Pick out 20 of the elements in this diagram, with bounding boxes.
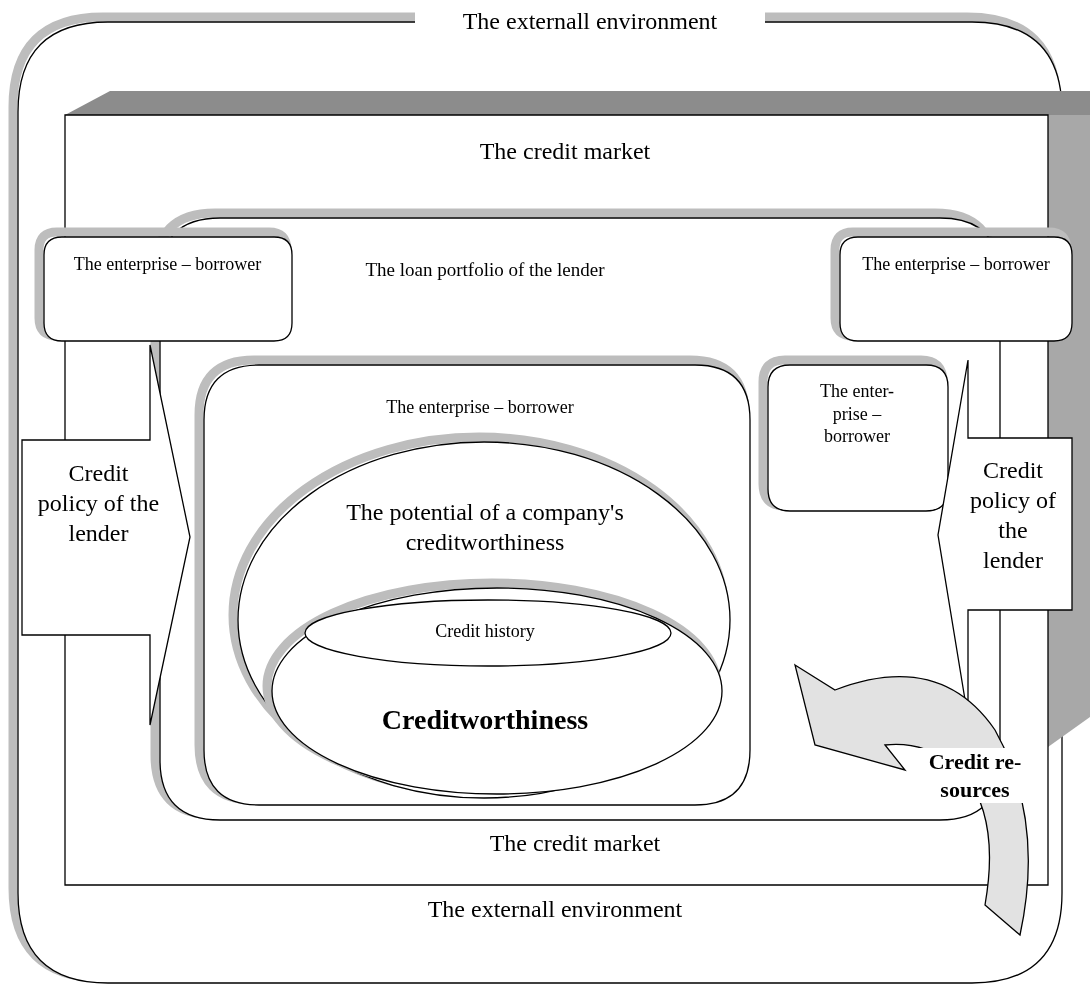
rounded-frame bbox=[194, 355, 752, 807]
node-label: Creditworthiness bbox=[380, 703, 590, 737]
node-label: The enter- prise – borrower bbox=[818, 380, 896, 448]
node-label: The externall environment bbox=[426, 895, 684, 924]
node-label: The enterprise – borrower bbox=[385, 396, 575, 419]
node-label: The potential of a company's creditworthiness bbox=[345, 498, 625, 557]
node-label: The loan portfolio of the lender bbox=[364, 258, 606, 282]
callout-shape bbox=[22, 345, 192, 727]
node-label: The enterprise – borrower bbox=[861, 253, 1051, 276]
process-box bbox=[830, 227, 1074, 343]
node-label: Credit policy of the lender bbox=[969, 456, 1057, 575]
process-box bbox=[758, 355, 950, 513]
node-label: The credit market bbox=[478, 137, 652, 166]
ellipse bbox=[228, 432, 732, 800]
node-label: The enterprise – borrower bbox=[72, 253, 263, 276]
process-box bbox=[34, 227, 294, 343]
ellipse bbox=[262, 578, 724, 796]
node-label: Credit policy of the lender bbox=[36, 459, 161, 548]
ellipse bbox=[303, 598, 673, 668]
node-label: Credit history bbox=[434, 620, 536, 643]
